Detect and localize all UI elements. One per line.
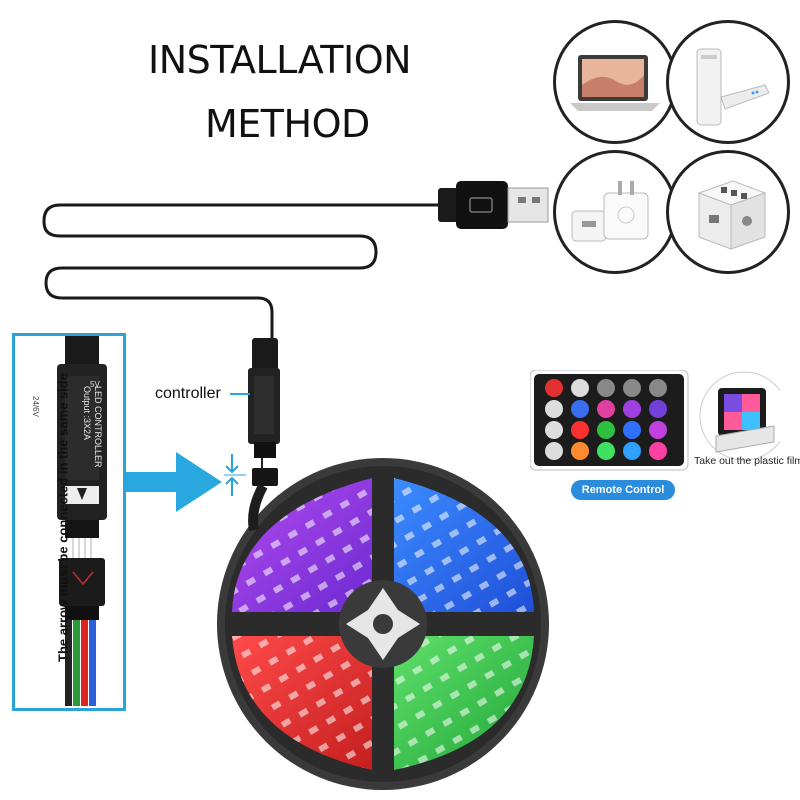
remote-key — [623, 442, 641, 460]
remote-key — [623, 400, 641, 418]
remote-key — [571, 379, 589, 397]
remote-key — [597, 379, 615, 397]
controller-text-1: LED CONTROLLER — [93, 386, 103, 468]
usb-cable — [42, 203, 438, 342]
controller-voltage: 5V — [90, 380, 100, 389]
remote-key — [597, 421, 615, 439]
controller-text-2: Output :3X2A — [82, 386, 92, 441]
remote-key — [545, 379, 563, 397]
power-strip-icon — [666, 150, 790, 274]
remote-key — [649, 442, 667, 460]
plastic-film-note: Take out the plastic film — [694, 455, 800, 467]
remote-control-icon — [530, 370, 780, 471]
remote-key — [545, 442, 563, 460]
remote-key — [571, 442, 589, 460]
remote-key — [649, 421, 667, 439]
remote-key — [597, 442, 615, 460]
arrow-note: The arrow must be connected in the same … — [55, 373, 71, 662]
remote-key — [623, 379, 641, 397]
usb-plug-icon — [438, 181, 549, 229]
led-reel-icon — [217, 458, 549, 790]
remote-card — [530, 370, 780, 500]
remote-key — [571, 421, 589, 439]
remote-key — [571, 400, 589, 418]
controller-spec: 24/6V — [31, 396, 40, 417]
remote-key — [597, 400, 615, 418]
title-line-1: INSTALLATION — [148, 38, 412, 82]
alignment-arrows-icon — [224, 454, 246, 496]
wall-adapter-icon — [553, 150, 677, 274]
power-bank-icon — [666, 20, 790, 144]
big-arrow-icon — [124, 452, 222, 512]
remote-key — [649, 400, 667, 418]
remote-control-label: Remote Control — [571, 480, 675, 500]
remote-key — [649, 379, 667, 397]
remote-key — [545, 421, 563, 439]
controller-closeup-icon — [57, 336, 107, 706]
controller-label: controller — [155, 385, 221, 402]
remote-key — [623, 421, 641, 439]
title-line-2: METHOD — [205, 102, 370, 146]
laptop-icon — [553, 20, 677, 144]
controller-icon — [248, 338, 280, 486]
remote-key — [545, 400, 563, 418]
detail-box: LED CONTROLLER Output :3X2A 5V 24/6V The… — [12, 333, 126, 711]
